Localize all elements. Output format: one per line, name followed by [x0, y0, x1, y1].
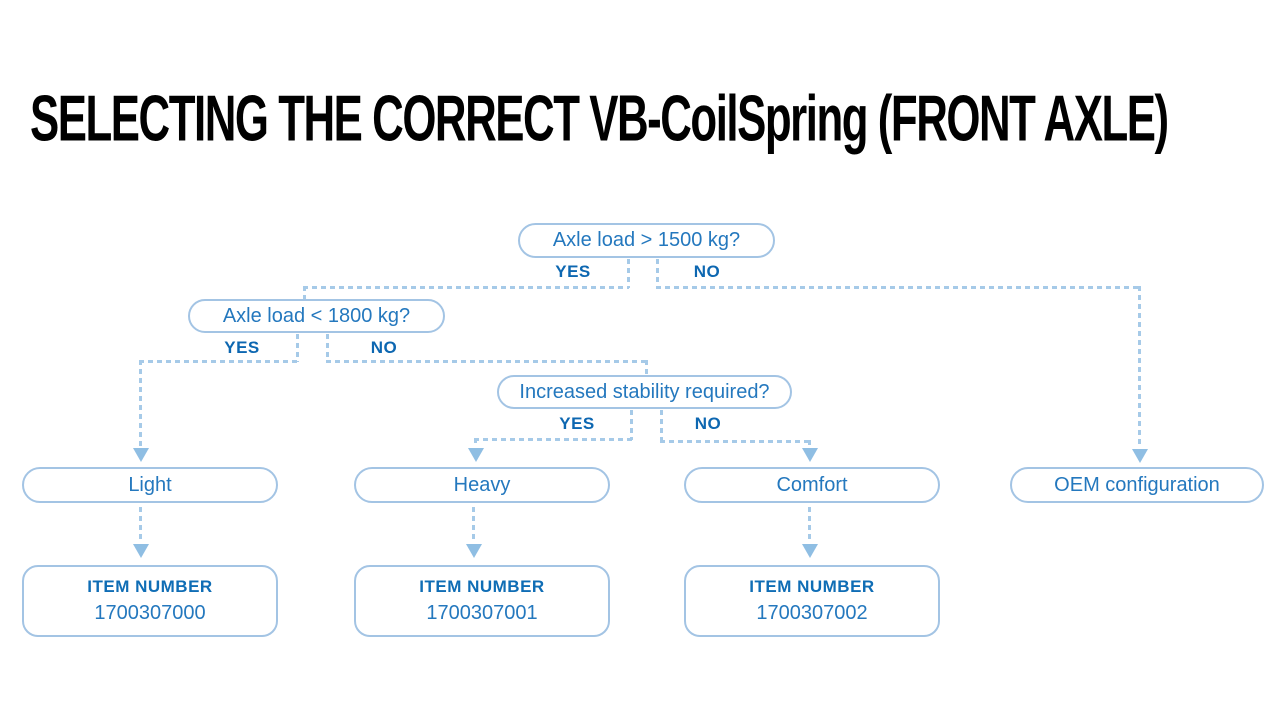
decision-axle-load-1500-label: Axle load > 1500 kg? [552, 229, 741, 251]
connector-d3-yes-drop [474, 438, 477, 446]
arrow-to-comfort-icon [802, 448, 818, 462]
connector-heavy-to-item [472, 507, 475, 543]
connector-d2-yes-vertical [139, 360, 142, 446]
decision-1-no-label: NO [693, 262, 721, 281]
decision-axle-load-1800-label: Axle load < 1800 kg? [222, 304, 411, 327]
connector-d2-stub-yes [296, 334, 299, 362]
decision-3-no-label: NO [694, 414, 722, 433]
decision-1-yes-label: YES [555, 262, 591, 281]
decision-axle-load-1500: Axle load > 1500 kg? [518, 223, 775, 258]
connector-d1-yes-drop [303, 286, 306, 300]
arrow-to-light-icon [133, 448, 149, 462]
connector-d3-no-drop [808, 440, 811, 448]
connector-d1-yes-horizontal [303, 286, 629, 289]
outcome-light: Light [22, 467, 278, 503]
connector-d1-no-vertical [1138, 286, 1141, 448]
connector-d2-yes-horizontal [139, 360, 299, 363]
arrow-to-item-2-icon [466, 544, 482, 558]
arrow-to-item-3-icon [802, 544, 818, 558]
connector-light-to-item [139, 507, 142, 543]
connector-d2-stub-no [326, 334, 329, 362]
connector-d3-stub-no [660, 410, 663, 440]
outcome-comfort: Comfort [684, 467, 940, 503]
connector-d3-no-horizontal [660, 440, 812, 443]
connector-comfort-to-item [808, 507, 811, 543]
decision-axle-load-1800: Axle load < 1800 kg? [188, 299, 445, 333]
connector-d1-stub-no [656, 259, 659, 288]
connector-d3-stub-yes [630, 410, 633, 440]
item-number-value: 1700307000 [94, 602, 206, 624]
decision-2-yes-label: YES [224, 338, 260, 357]
decision-increased-stability-label: Increased stability required? [519, 380, 770, 403]
outcome-oem-configuration: OEM configuration [1010, 467, 1264, 503]
outcome-heavy: Heavy [354, 467, 610, 503]
item-number-box-light: ITEM NUMBER 1700307000 [22, 565, 278, 637]
outcome-light-label: Light [128, 473, 172, 496]
connector-d2-no-drop [645, 360, 648, 375]
decision-3-yes-label: YES [559, 414, 595, 433]
arrow-to-item-1-icon [133, 544, 149, 558]
item-number-value: 1700307001 [426, 602, 538, 624]
item-number-box-comfort: ITEM NUMBER 1700307002 [684, 565, 940, 637]
item-number-header: ITEM NUMBER [419, 577, 545, 596]
connector-d3-yes-horizontal [474, 438, 632, 441]
outcome-oem-configuration-label: OEM configuration [1054, 473, 1220, 496]
outcome-heavy-label: Heavy [453, 473, 511, 496]
decision-increased-stability: Increased stability required? [497, 375, 792, 409]
decision-2-no-label: NO [370, 338, 398, 357]
item-number-header: ITEM NUMBER [749, 577, 875, 596]
arrow-to-oem-icon [1132, 449, 1148, 463]
arrow-to-heavy-icon [468, 448, 484, 462]
item-number-box-heavy: ITEM NUMBER 1700307001 [354, 565, 610, 637]
connector-d1-stub-yes [627, 259, 630, 288]
outcome-comfort-label: Comfort [776, 473, 848, 496]
item-number-value: 1700307002 [756, 602, 868, 624]
connector-d1-no-horizontal [656, 286, 1141, 289]
connector-d2-no-horizontal [326, 360, 647, 363]
item-number-header: ITEM NUMBER [87, 577, 213, 596]
page-title: SELECTING THE CORRECT VB-CoilSpring (FRO… [30, 82, 1169, 155]
